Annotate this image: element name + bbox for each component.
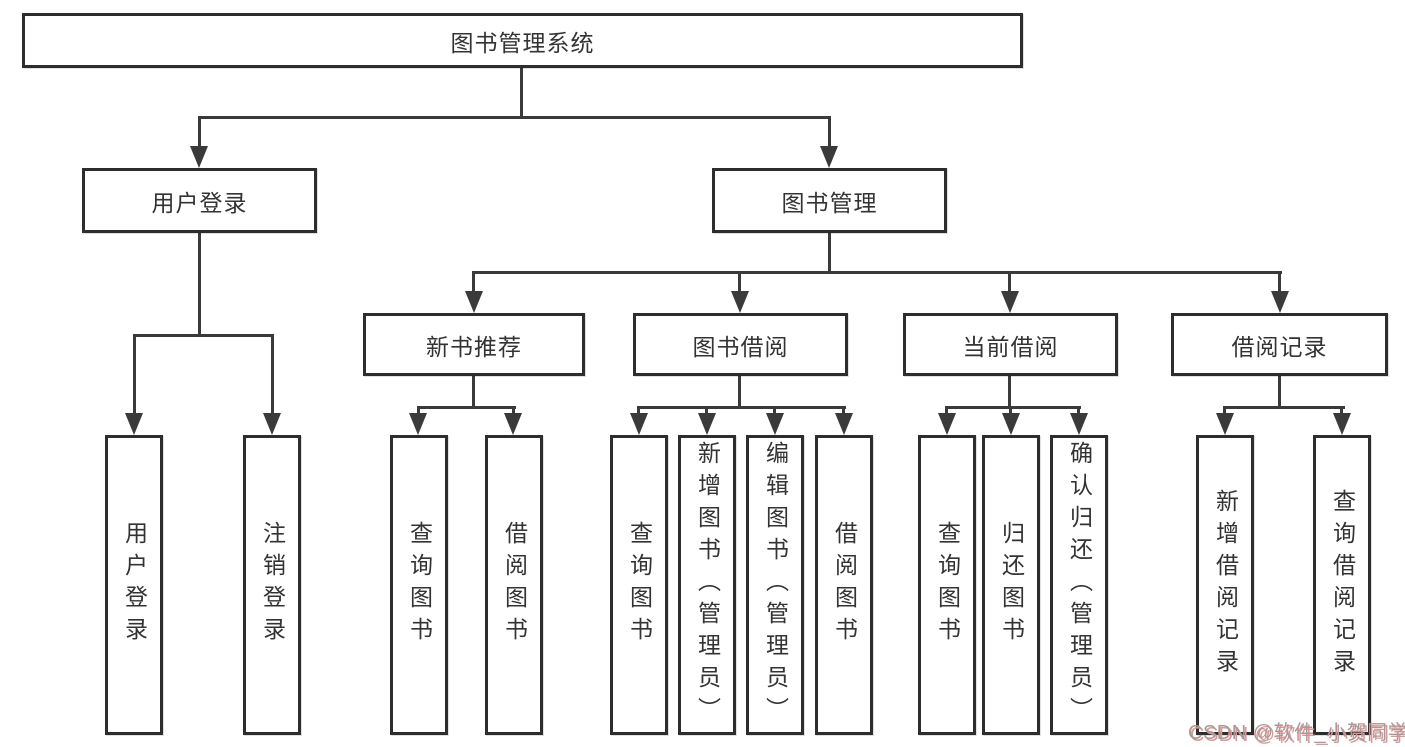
connector-user-login-drop xyxy=(198,231,201,337)
connector-arrow-stem xyxy=(198,116,201,147)
connector-records-rail xyxy=(1223,406,1345,409)
node-current-borrow: 当前借阅 xyxy=(903,313,1118,376)
connector-arrow-stem xyxy=(417,406,420,416)
connector-arrow-stem xyxy=(945,406,948,416)
connector-arrow-stem xyxy=(773,406,776,416)
connector-arrow-stem xyxy=(1278,271,1281,293)
arrowhead-down-icon xyxy=(1070,413,1088,435)
connector-arrow-stem xyxy=(637,406,640,416)
leaf-confirm-return-admin-label: 确认归还（管理员） xyxy=(1066,441,1093,729)
connector-arrow-stem xyxy=(1008,271,1011,293)
connector-user-login-rail xyxy=(133,334,274,337)
arrowhead-down-icon xyxy=(820,146,838,168)
connector-arrow-stem xyxy=(512,406,515,416)
node-user-login: 用户登录 xyxy=(82,168,317,233)
connector-root-drop xyxy=(520,68,523,118)
connector-arrow-stem xyxy=(271,334,274,415)
csdn-watermark: CSDN @软件_小贺同学 xyxy=(1188,722,1405,744)
node-book-management-label: 图书管理 xyxy=(781,189,878,216)
arrowhead-down-icon xyxy=(835,413,853,435)
connector-current-drop xyxy=(1008,374,1011,409)
leaf-query-books-recommend: 查询图书 xyxy=(390,435,448,735)
connector-recommend-rail xyxy=(417,406,516,409)
connector-records-drop xyxy=(1278,374,1281,409)
leaf-edit-book-admin: 编辑图书（管理员） xyxy=(746,435,804,735)
connector-arrow-stem xyxy=(1077,406,1080,416)
connector-arrow-stem xyxy=(133,334,136,415)
leaf-add-book-admin: 新增图书（管理员） xyxy=(678,435,736,735)
arrowhead-down-icon xyxy=(190,146,208,168)
arrowhead-down-icon xyxy=(698,413,716,435)
node-current-borrow-label: 当前借阅 xyxy=(962,333,1059,360)
connector-level3-rail xyxy=(472,271,1282,274)
node-book-management: 图书管理 xyxy=(712,168,947,233)
arrowhead-down-icon xyxy=(409,413,427,435)
leaf-query-books-borrow-label: 查询图书 xyxy=(626,521,653,649)
node-new-book-recommend: 新书推荐 xyxy=(363,313,585,376)
arrowhead-down-icon xyxy=(465,291,483,313)
connector-arrow-stem xyxy=(1223,406,1226,416)
arrowhead-down-icon xyxy=(263,413,281,435)
node-book-borrow-label: 图书借阅 xyxy=(692,333,789,360)
leaf-confirm-return-admin: 确认归还（管理员） xyxy=(1050,435,1108,735)
connector-borrow-drop xyxy=(738,374,741,409)
arrowhead-down-icon xyxy=(504,413,522,435)
leaf-logout-label: 注销登录 xyxy=(259,521,286,649)
leaf-query-books-current: 查询图书 xyxy=(918,435,976,735)
node-root-label: 图书管理系统 xyxy=(450,29,595,56)
node-borrow-records-label: 借阅记录 xyxy=(1231,333,1328,360)
connector-borrow-rail xyxy=(637,406,846,409)
leaf-query-books-borrow: 查询图书 xyxy=(610,435,668,735)
node-root: 图书管理系统 xyxy=(22,13,1023,68)
arrowhead-down-icon xyxy=(630,413,648,435)
arrowhead-down-icon xyxy=(1001,291,1019,313)
leaf-logout: 注销登录 xyxy=(243,435,301,735)
node-book-borrow: 图书借阅 xyxy=(633,313,848,376)
leaf-return-book-label: 归还图书 xyxy=(998,521,1025,649)
arrowhead-down-icon xyxy=(1271,291,1289,313)
leaf-add-borrow-record-label: 新增借阅记录 xyxy=(1212,489,1239,681)
connector-current-rail xyxy=(945,406,1081,409)
node-borrow-records: 借阅记录 xyxy=(1171,313,1388,376)
connector-arrow-stem xyxy=(472,271,475,293)
leaf-borrow-books-borrow-label: 借阅图书 xyxy=(831,521,858,649)
node-user-login-label: 用户登录 xyxy=(151,189,248,216)
leaf-return-book: 归还图书 xyxy=(982,435,1040,735)
connector-arrow-stem xyxy=(1009,406,1012,416)
leaf-borrow-books-recommend: 借阅图书 xyxy=(485,435,543,735)
arrowhead-down-icon xyxy=(1002,413,1020,435)
connector-arrow-stem xyxy=(738,271,741,293)
arrowhead-down-icon xyxy=(938,413,956,435)
leaf-edit-book-admin-label: 编辑图书（管理员） xyxy=(762,441,789,729)
arrowhead-down-icon xyxy=(766,413,784,435)
leaf-add-borrow-record: 新增借阅记录 xyxy=(1196,435,1254,735)
leaf-query-books-current-label: 查询图书 xyxy=(934,521,961,649)
connector-level2-rail xyxy=(198,116,831,119)
arrowhead-down-icon xyxy=(1333,413,1351,435)
connector-arrow-stem xyxy=(1340,406,1343,416)
connector-book-mgmt-drop xyxy=(828,231,831,274)
connector-arrow-stem xyxy=(828,116,831,147)
connector-arrow-stem xyxy=(842,406,845,416)
leaf-borrow-books-borrow: 借阅图书 xyxy=(815,435,873,735)
arrowhead-down-icon xyxy=(1216,413,1234,435)
node-new-book-recommend-label: 新书推荐 xyxy=(426,333,522,360)
leaf-user-login: 用户登录 xyxy=(105,435,163,735)
leaf-query-books-recommend-label: 查询图书 xyxy=(406,521,433,649)
leaf-borrow-books-recommend-label: 借阅图书 xyxy=(501,521,528,649)
leaf-user-login-label: 用户登录 xyxy=(121,521,148,649)
connector-recommend-drop xyxy=(472,374,475,409)
leaf-query-borrow-record-label: 查询借阅记录 xyxy=(1329,489,1356,681)
connector-arrow-stem xyxy=(705,406,708,416)
leaf-add-book-admin-label: 新增图书（管理员） xyxy=(694,441,721,729)
arrowhead-down-icon xyxy=(731,291,749,313)
leaf-query-borrow-record: 查询借阅记录 xyxy=(1313,435,1371,735)
arrowhead-down-icon xyxy=(125,413,143,435)
